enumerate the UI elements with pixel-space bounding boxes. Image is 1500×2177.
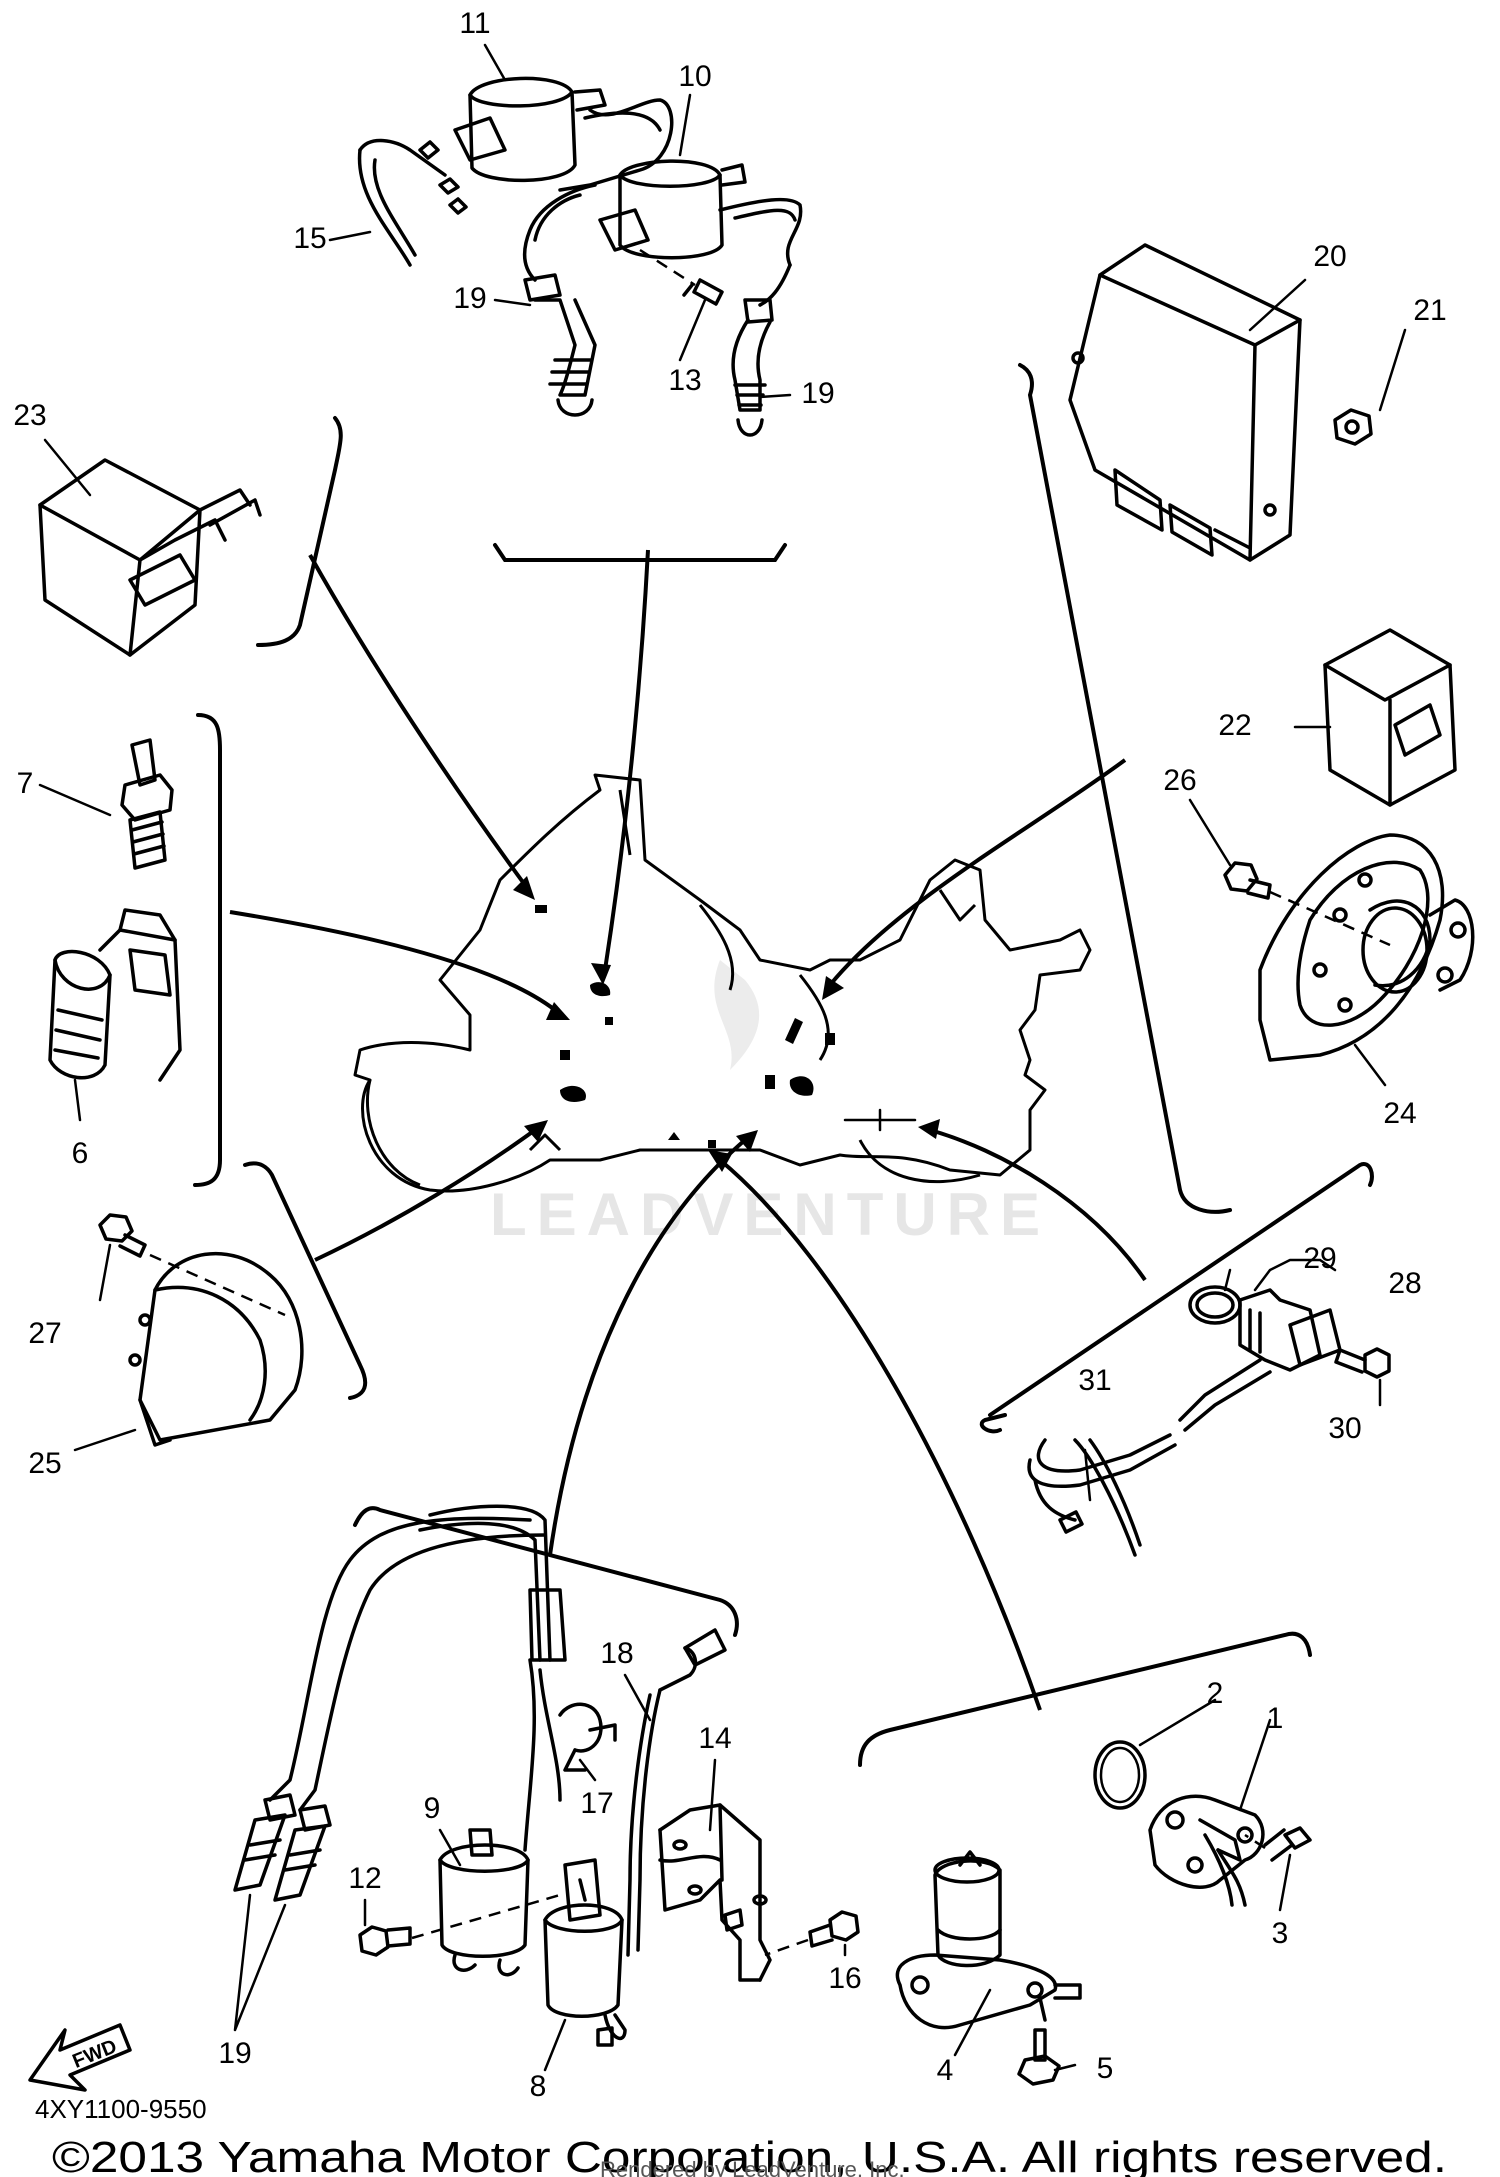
callout-16: 16 [828,1962,861,1995]
nut-21 [1333,408,1373,446]
callout-labels: 1 2 3 4 5 6 7 8 9 10 11 12 13 14 15 16 1… [13,7,1446,2103]
callout-19-top-right: 19 [801,377,834,410]
callout-19-bottom: 19 [218,2037,251,2070]
callout-29: 29 [1303,1242,1336,1275]
sender-1 [1148,1794,1265,1907]
fuel-pump-4 [895,1850,1082,2030]
plug-cap-19-right [731,263,792,437]
callout-2: 2 [1207,1677,1224,1710]
callout-18: 18 [600,1637,633,1670]
callout-leaders [38,43,1407,2072]
callout-9: 9 [424,1792,441,1825]
callout-22: 22 [1218,709,1251,742]
wire-31 [1027,1358,1272,1557]
callout-1: 1 [1267,1702,1284,1735]
callout-7: 7 [17,767,34,800]
callout-5: 5 [1097,2052,1114,2085]
callout-25: 25 [28,1447,61,1480]
copyright-notice: ©2013 Yamaha Motor Corporation, U.S.A. A… [52,2133,1447,2177]
relay-22 [1323,628,1457,807]
ecu-20 [1068,243,1302,562]
callout-26: 26 [1163,764,1196,797]
callout-4: 4 [937,2054,954,2087]
bracket-ignition-bottom [353,1506,739,1637]
leader-lines [229,549,1147,1711]
watermark-text: LEADVENTURE [490,1181,1050,1248]
bolt-26 [1223,861,1391,947]
sensor-7 [120,738,174,870]
wire-15 [357,138,468,267]
ignition-leads-19-bottom [233,1504,567,1902]
bracket-horn-25 [243,1161,368,1400]
callout-17: 17 [580,1787,613,1820]
o-ring-2 [1093,1740,1147,1810]
bracket-14 [658,1803,772,1982]
screw-3 [1244,1826,1312,1862]
callout-19-top-left: 19 [453,282,486,315]
callout-14: 14 [698,1722,731,1755]
group-brackets [193,363,1374,1767]
bolt-13 [639,248,724,306]
callout-11: 11 [459,7,490,40]
forward-arrow: FWD [28,2023,132,2092]
bolt-5 [1017,2028,1061,2086]
bolt-27 [98,1213,286,1317]
ignition-coil-9 [438,1828,530,1977]
horn-25 [128,1251,304,1447]
callout-3: 3 [1272,1917,1289,1950]
callout-23: 23 [13,399,46,432]
location-markers [535,905,835,1148]
plug-cap-19-left [522,183,597,417]
horn-24 [1258,833,1475,1062]
relay-23 [38,458,262,657]
bracket-ecu-horn [1018,363,1232,1214]
callout-13: 13 [668,364,701,397]
bolt-30 [1334,1347,1391,1379]
bracket-speed-sensor-end [979,1413,1007,1434]
leadventure-watermark: LEADVENTURE [490,960,1050,1248]
motorcycle-outline [353,773,1092,1193]
callout-15: 15 [293,222,326,255]
bracket-sensors-6-7 [193,713,222,1187]
callout-28: 28 [1388,1267,1421,1300]
sensor-6 [48,908,182,1082]
bracket-relay-23 [256,416,343,647]
callout-20: 20 [1313,240,1346,273]
callout-30: 30 [1328,1412,1361,1445]
callout-27: 27 [28,1317,61,1350]
bolt-12 [358,1893,561,1957]
clamp-17 [558,1702,617,1772]
callout-12: 12 [348,1862,381,1895]
callout-6: 6 [72,1137,89,1170]
callout-31: 31 [1078,1364,1111,1397]
bolt-16 [764,1910,860,1957]
ignition-coil-10 [598,159,803,267]
rendered-by-notice: Rendered by LeadVenture, Inc. [600,2157,905,2177]
part-code: 4XY1100-9550 [35,2094,207,2124]
wire-harness-18 [626,1628,727,1957]
callout-21: 21 [1413,294,1446,327]
o-ring-29 [1195,1291,1235,1319]
bracket-speed-sensor [988,1162,1374,1417]
callout-8: 8 [530,2070,547,2103]
bracket-fuel-pump [858,1631,1312,1767]
speed-sensor-28 [1188,1285,1342,1372]
bracket-ignition-top [493,543,787,562]
callout-24: 24 [1383,1097,1416,1130]
ignition-coil-11 [453,76,674,192]
callout-10: 10 [678,60,711,93]
ignition-coil-8 [543,1858,627,2047]
